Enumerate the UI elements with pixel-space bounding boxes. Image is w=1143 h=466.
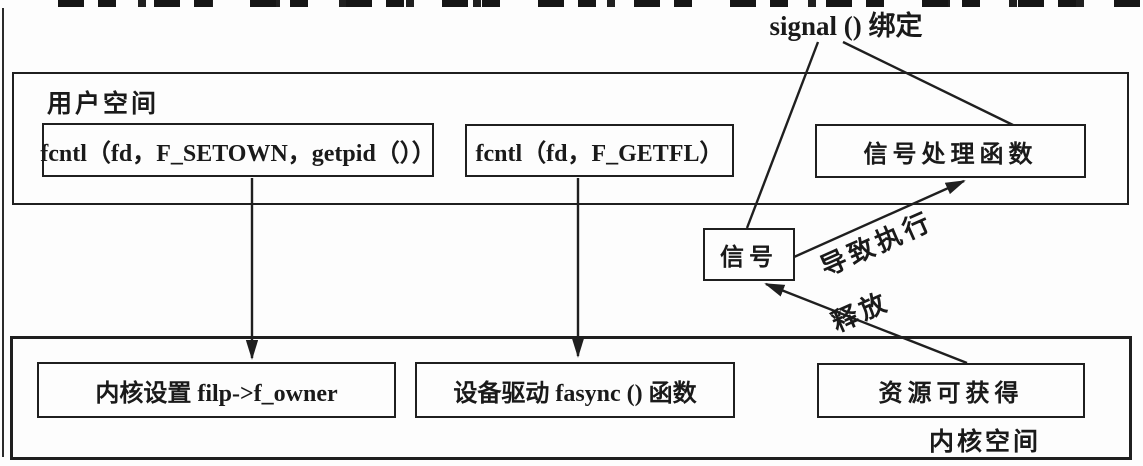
fcntl-getfl-box: fcntl（fd，F_GETFL） [465,124,734,177]
user-space-region: 用户空间 [12,72,1129,205]
user-space-label: 用户空间 [47,91,160,118]
driver-fasync-box: 设备驱动 fasync () 函数 [415,362,735,418]
page-left-border [2,8,4,457]
kernel-space-label: 内核空间 [929,429,1042,456]
kernel-set-owner-box: 内核设置 filp->f_owner [37,362,396,418]
scan-noise-strip [58,0,1143,7]
signal-box: 信号 [703,228,795,281]
kernel-space-region: 内核空间 [10,336,1132,460]
release-edge-label: 释放 [827,286,895,338]
signal-handler-box: 信号处理函数 [815,124,1086,178]
fcntl-setown-box: fcntl（fd，F_SETOWN，getpid（）） [40,123,436,177]
signal-bind-annotation: signal () 绑定 [769,11,923,41]
cause-execution-edge-label: 导致执行 [816,206,938,282]
resource-available-box: 资源可获得 [817,363,1085,418]
